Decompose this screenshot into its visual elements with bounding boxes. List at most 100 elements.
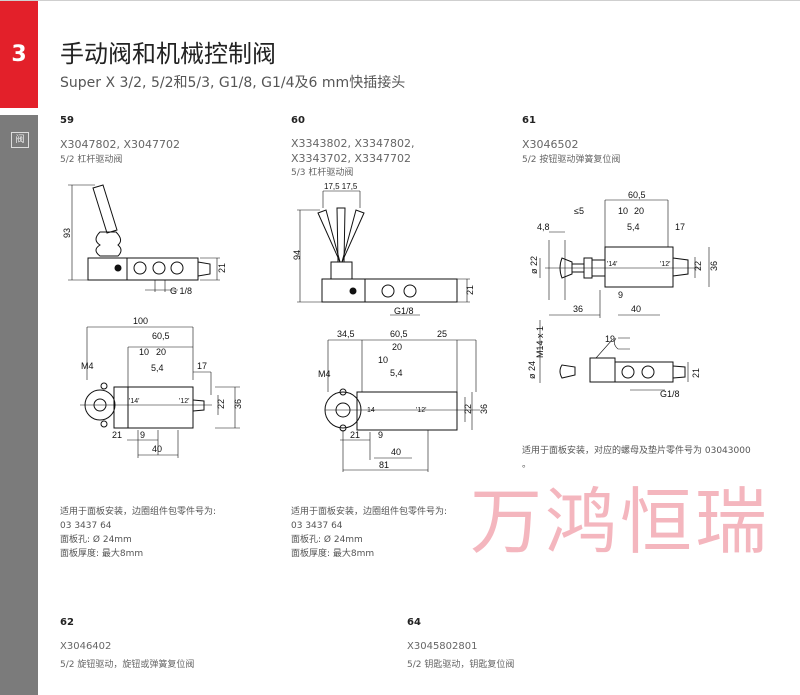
top-rule: [0, 0, 800, 1]
dim-label: 5,4: [151, 363, 164, 373]
note-line: 适用于面板安装，对应的螺母及垫片零件号为 03043000: [522, 446, 751, 456]
dim-label: '12': [416, 407, 426, 414]
dim-label: 36: [479, 404, 489, 414]
item-description: 5/2 杠杆驱动阀: [60, 155, 123, 165]
item-number: 59: [60, 115, 74, 126]
dim-label: 60,5: [152, 331, 170, 341]
mounting-note: 适用于面板安装，对应的螺母及垫片零件号为 03043000 。: [522, 444, 751, 472]
dim-label: 22: [216, 399, 226, 409]
part-numbers: X3045802801: [407, 641, 478, 652]
drawing-60-top: [324, 339, 480, 472]
dim-label: 40: [631, 304, 641, 314]
item-description: 5/2 按钮驱动弹簧复位阀: [522, 155, 621, 165]
dim-label: 21: [691, 368, 701, 378]
dim-label: 94: [292, 250, 302, 260]
part-numbers: X3046402: [60, 641, 112, 652]
dim-label: M4: [81, 361, 94, 371]
dim-label: 36: [709, 261, 719, 271]
watermark-char: 万: [470, 480, 543, 564]
note-line: 03 3437 64: [291, 521, 343, 531]
dim-label: 21: [350, 430, 360, 440]
drawing-61-top: [539, 199, 710, 318]
dim-label: '14': [129, 398, 139, 405]
dim-label: 36: [233, 399, 243, 409]
dim-label: 17: [675, 222, 685, 232]
note-line: 面板孔: Ø 24mm: [291, 535, 363, 545]
drawing-60-side: [297, 190, 470, 316]
watermark-char: 瑞: [695, 480, 768, 564]
dim-label: '12': [179, 398, 189, 405]
dim-label: 40: [152, 444, 162, 454]
side-bar: 阀: [0, 115, 38, 695]
note-line: 面板厚度: 最大8mm: [291, 549, 375, 559]
watermark-char: 恒: [620, 480, 693, 564]
dim-label: ø 22: [529, 256, 539, 274]
drawing-59-top: [80, 326, 240, 458]
dim-label: 36: [573, 304, 583, 314]
dim-label: 21: [217, 263, 227, 273]
note-line: 面板厚度: 最大8mm: [60, 549, 144, 559]
dim-label: 5,4: [627, 222, 640, 232]
valve-icon: 阀: [11, 132, 29, 148]
chapter-tab: 3: [0, 1, 38, 108]
mounting-note: 适用于面板安装，边圈组件包零件号为: 03 3437 64 面板孔: Ø 24m…: [60, 505, 216, 561]
dim-label: 21: [465, 285, 475, 295]
note-line: 适用于面板安装，边圈组件包零件号为:: [291, 507, 448, 517]
dim-label: G1/8: [660, 389, 680, 399]
note-line: 03 3437 64: [60, 521, 112, 531]
dim-label: 10: [618, 206, 628, 216]
item-number: 62: [60, 617, 74, 628]
dim-label: 4,8: [537, 222, 550, 232]
dim-label: ≤5: [574, 206, 584, 216]
drawing-61-side: [539, 320, 689, 391]
dim-label: 17,5 17,5: [324, 182, 358, 191]
mounting-note: 适用于面板安装，边圈组件包零件号为: 03 3437 64 面板孔: Ø 24m…: [291, 505, 447, 561]
item-description: 5/2 旋钮驱动，旋钮或弹簧复位阀: [60, 660, 195, 670]
part-numbers: X3047802, X3047702: [60, 138, 181, 151]
dim-label: 60,5: [628, 190, 646, 200]
note-line: 适用于面板安装，边圈组件包零件号为:: [60, 507, 217, 517]
note-line: 面板孔: Ø 24mm: [60, 535, 132, 545]
dim-label: G1/8: [394, 306, 414, 316]
dim-label: '12': [660, 261, 670, 268]
dim-label: 22: [463, 404, 473, 414]
page-title: 手动阀和机械控制阀: [60, 40, 276, 68]
dim-label: 100: [133, 316, 148, 326]
dim-label: 9: [618, 290, 623, 300]
dim-label: 20: [634, 206, 644, 216]
dim-label: 20: [392, 342, 402, 352]
dim-label: M4: [318, 369, 331, 379]
dim-label: 22: [693, 261, 703, 271]
dim-label: 20: [156, 347, 166, 357]
watermark-char: 鸿: [545, 480, 618, 564]
dim-label: 34,5: [337, 329, 355, 339]
dim-label: G 1/8: [170, 286, 192, 296]
dim-label: 14: [367, 407, 375, 414]
dim-label: M14 x 1: [535, 326, 545, 358]
part-numbers: X3343802, X3347802,: [291, 137, 415, 150]
item-description: 5/3 杠杆驱动阀: [291, 168, 354, 178]
part-numbers: X3343702, X3347702: [291, 152, 412, 165]
dim-label: 9: [378, 430, 383, 440]
dim-label: 93: [62, 228, 72, 238]
dim-label: 25: [437, 329, 447, 339]
drawing-59-side: [68, 184, 220, 292]
dim-label: 81: [379, 460, 389, 470]
item-number: 61: [522, 115, 536, 126]
part-numbers: X3046502: [522, 138, 579, 151]
dim-label: 60,5: [390, 329, 408, 339]
dim-label: ø 24: [527, 361, 537, 379]
dim-label: 19: [605, 334, 615, 344]
item-number: 64: [407, 617, 421, 628]
note-line: 。: [522, 460, 532, 470]
item-number: 60: [291, 115, 305, 126]
dim-label: 21: [112, 430, 122, 440]
dim-label: 17: [197, 361, 207, 371]
dim-label: 5,4: [390, 368, 403, 378]
dim-label: '14': [607, 261, 617, 268]
dim-label: 9: [140, 430, 145, 440]
dim-label: 10: [378, 355, 388, 365]
dim-label: 10: [139, 347, 149, 357]
dim-label: 40: [391, 447, 401, 457]
